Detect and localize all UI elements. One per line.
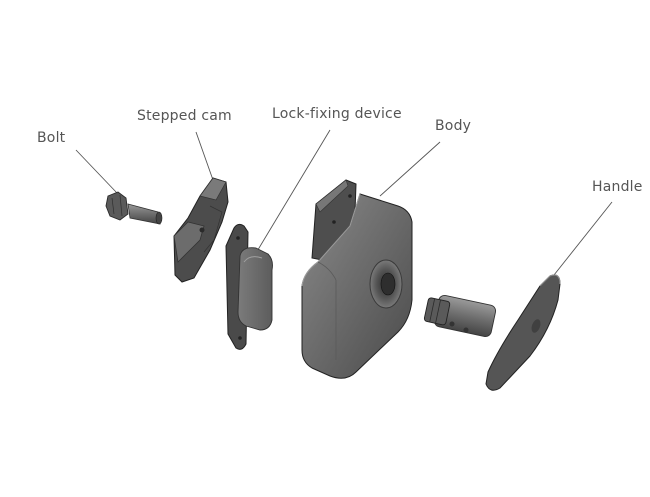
leader-line-handle: [553, 201, 613, 276]
label-lock-fixing-device: Lock-fixing device: [272, 106, 402, 122]
handle-part: [423, 274, 561, 391]
leader-line-stepped-cam: [195, 131, 214, 181]
stepped-cam-part: [173, 177, 229, 283]
label-body: Body: [435, 118, 472, 134]
leader-lines: [75, 129, 613, 276]
leader-line-bolt: [75, 149, 118, 194]
lock-fixing-device-part: [225, 223, 273, 350]
leader-line-lock-fixing-device: [249, 129, 331, 264]
label-stepped-cam: Stepped cam: [137, 108, 232, 124]
label-bolt: Bolt: [37, 130, 66, 146]
bolt-part: [105, 191, 163, 225]
body-part: [301, 179, 413, 379]
label-handle: Handle: [592, 179, 643, 195]
leader-line-body: [379, 141, 441, 197]
